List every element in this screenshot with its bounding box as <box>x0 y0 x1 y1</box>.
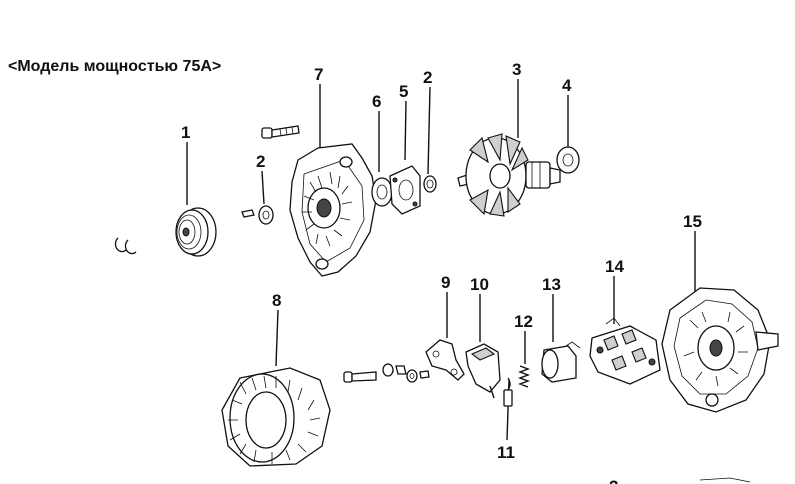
label-8: 8 <box>272 291 281 310</box>
label-7: 7 <box>314 65 323 84</box>
mounting-bolts <box>343 363 430 383</box>
label-3: 3 <box>512 60 521 79</box>
label-4: 4 <box>562 76 572 95</box>
nut-washer <box>241 205 274 225</box>
spacer-ring <box>423 175 437 193</box>
stator <box>221 367 331 467</box>
label-12: 12 <box>514 312 533 331</box>
pulley <box>175 207 217 257</box>
snap-ring <box>114 237 137 255</box>
label-cut: 2 <box>609 477 618 484</box>
label-13: 13 <box>542 275 561 294</box>
label-1: 1 <box>181 123 190 142</box>
diagram-title: <Модель мощностью 75A> <box>8 58 222 75</box>
slip-ring-guide <box>541 341 581 383</box>
clipped-fragment <box>699 477 751 483</box>
label-15: 15 <box>683 212 702 231</box>
rotor <box>457 133 561 217</box>
bearing-retainer <box>389 165 421 215</box>
rectifier <box>589 317 661 385</box>
brush <box>503 377 513 407</box>
through-bolt <box>261 125 300 139</box>
rear-housing <box>661 287 779 413</box>
terminal-bracket <box>425 339 465 381</box>
label-6: 6 <box>372 92 381 111</box>
rear-bearing <box>556 146 580 174</box>
label-9: 9 <box>441 273 450 292</box>
brush-holder <box>465 343 501 399</box>
front-housing <box>289 143 377 277</box>
brush-spring <box>518 365 530 388</box>
label-11: 11 <box>497 443 515 462</box>
label-2a: 2 <box>256 152 265 171</box>
front-bearing <box>371 177 393 207</box>
label-5: 5 <box>399 82 408 101</box>
label-10: 10 <box>470 275 489 294</box>
label-2b: 2 <box>423 68 432 87</box>
label-14: 14 <box>605 257 624 276</box>
